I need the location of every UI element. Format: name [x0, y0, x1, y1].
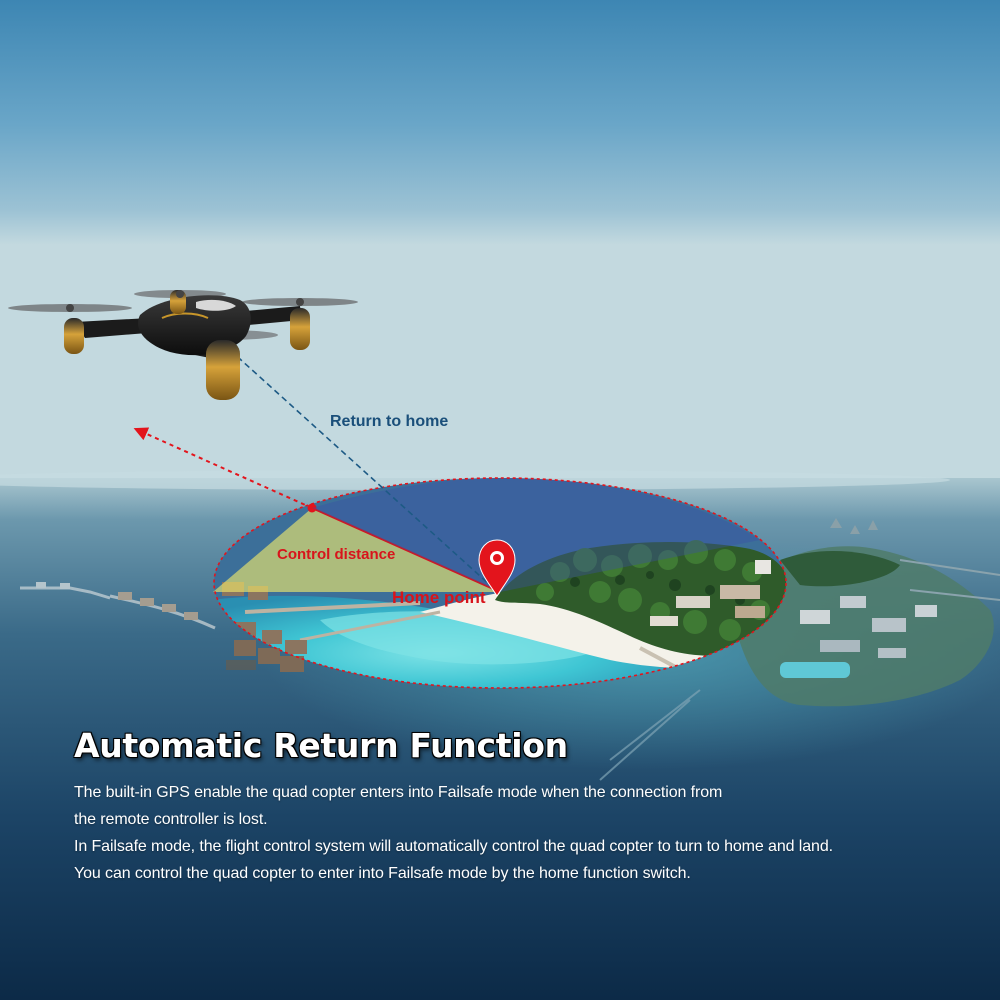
quadcopter-drone — [8, 290, 358, 400]
return-to-home-label: Return to home — [330, 413, 449, 430]
description-line: the remote controller is lost. — [74, 811, 268, 828]
home-point-pin-icon — [478, 539, 516, 597]
feature-description: Automatic Return Function The built-in G… — [74, 726, 954, 887]
sky-zone-tint — [312, 478, 760, 592]
control-distance-zone — [213, 508, 500, 592]
control-range-ellipse — [213, 477, 787, 689]
sky-background — [0, 0, 1000, 500]
control-distance-radius-line — [311, 507, 501, 593]
feature-headline: Automatic Return Function — [74, 726, 568, 765]
village-island — [599, 518, 1000, 781]
control-distance-label: Control distance — [277, 546, 396, 563]
overwater-villas — [226, 640, 304, 672]
left-jetties — [20, 582, 216, 630]
return-to-home-path — [229, 349, 491, 586]
description-line: In Failsafe mode, the flight control sys… — [74, 838, 833, 855]
description-line: You can control the quad copter to enter… — [74, 865, 691, 882]
home-point-label: Home point — [392, 588, 486, 607]
description-line: The built-in GPS enable the quad copter … — [74, 784, 723, 801]
